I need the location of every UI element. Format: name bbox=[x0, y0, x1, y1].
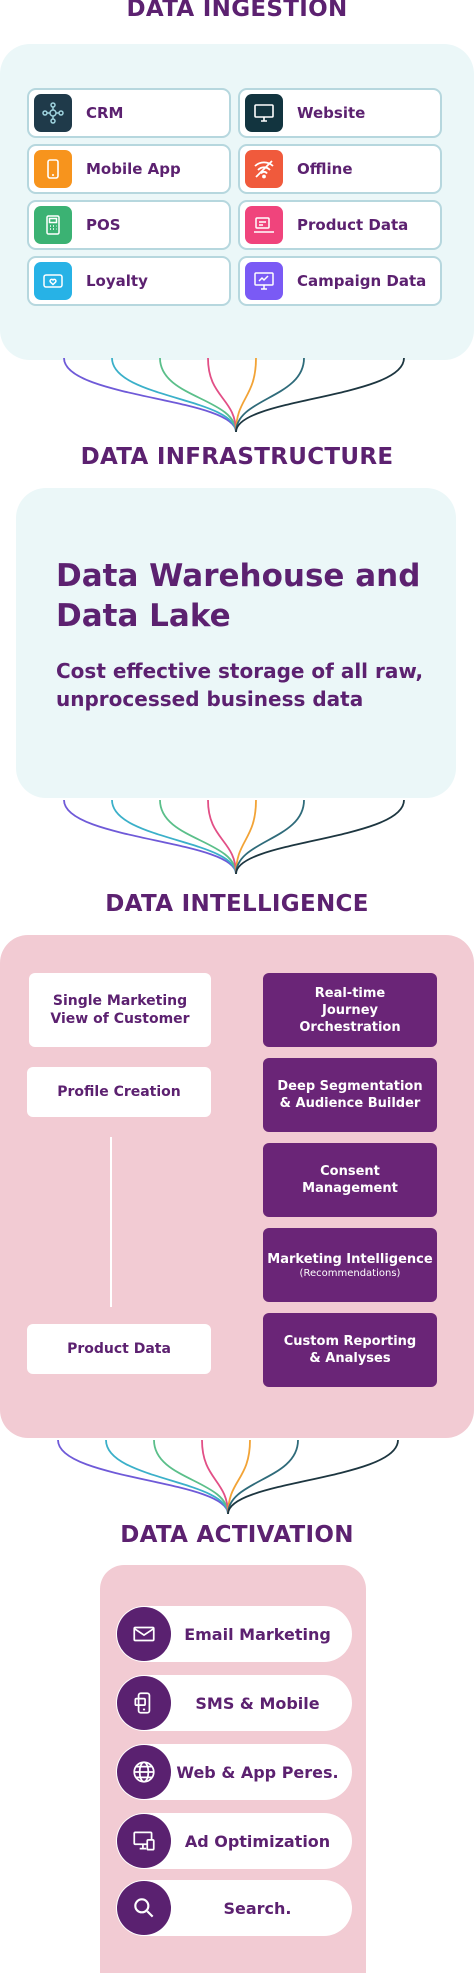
source-label: Offline bbox=[297, 160, 353, 178]
single-view-box: Single Marketing View of Customer bbox=[29, 973, 211, 1047]
custom-reporting-box: Custom Reporting & Analyses bbox=[263, 1313, 437, 1387]
channel-label: SMS & Mobile bbox=[195, 1693, 320, 1713]
source-label: Loyalty bbox=[86, 272, 148, 290]
source-label: CRM bbox=[86, 104, 124, 122]
activation-title: DATA ACTIVATION bbox=[120, 1522, 354, 1548]
connector-curve bbox=[235, 800, 405, 875]
connector-curve bbox=[201, 1440, 229, 1515]
capability-label: Custom Reporting & Analyses bbox=[283, 1334, 417, 1366]
channel-web-app: Web & App Peres. bbox=[116, 1744, 352, 1800]
source-card-product-data: Product Data bbox=[238, 200, 442, 250]
sms-phone-icon bbox=[117, 1676, 171, 1730]
connector-curve bbox=[227, 1440, 299, 1515]
connector-curve bbox=[227, 1440, 399, 1515]
source-card-campaign-data: Campaign Data bbox=[238, 256, 442, 306]
marketing-intelligence-box: Marketing Intelligence (Recommendations) bbox=[263, 1228, 437, 1302]
source-label: Product Data bbox=[297, 216, 409, 234]
wifi-off-icon bbox=[245, 150, 283, 188]
capability-label: Marketing Intelligence bbox=[267, 1251, 433, 1267]
connector-curve bbox=[235, 800, 305, 875]
magnifier-icon bbox=[117, 1881, 171, 1935]
profile-connector-line bbox=[110, 1137, 112, 1307]
connector-curve bbox=[105, 1440, 229, 1515]
channel-email-marketing: Email Marketing bbox=[116, 1606, 352, 1662]
connector-curve bbox=[111, 800, 237, 875]
source-card-loyalty: Loyalty bbox=[27, 256, 231, 306]
product-box-icon bbox=[245, 206, 283, 244]
journey-orchestration-box: Real-time Journey Orchestration bbox=[263, 973, 437, 1047]
connector-curve bbox=[57, 1440, 229, 1515]
campaign-monitor-icon bbox=[245, 262, 283, 300]
connector-curve bbox=[159, 800, 237, 875]
ad-monitor-icon bbox=[117, 1814, 171, 1868]
source-label: Campaign Data bbox=[297, 272, 427, 290]
connector-curve bbox=[111, 358, 237, 433]
source-card-website: Website bbox=[238, 88, 442, 138]
source-label: Mobile App bbox=[86, 160, 181, 178]
profile-creation-box: Profile Creation bbox=[27, 1067, 211, 1117]
capability-label: Real-time Journey Orchestration bbox=[299, 985, 401, 1035]
connector-curve bbox=[235, 358, 257, 433]
channel-sms-mobile: SMS & Mobile bbox=[116, 1675, 352, 1731]
warehouse-description: Cost effective storage of all raw, unpro… bbox=[56, 659, 424, 711]
intelligence-title: DATA INTELLIGENCE bbox=[105, 891, 369, 917]
connector-curve bbox=[63, 358, 237, 433]
source-card-mobile-app: Mobile App bbox=[27, 144, 231, 194]
connector-curve bbox=[235, 358, 305, 433]
connector-curve bbox=[207, 800, 237, 875]
channel-label: Ad Optimization bbox=[184, 1831, 331, 1851]
consent-management-box: Consent Management bbox=[263, 1143, 437, 1217]
pos-terminal-icon bbox=[34, 206, 72, 244]
connector-curve bbox=[153, 1440, 229, 1515]
connector-fan-3 bbox=[57, 1440, 399, 1515]
connector-fan-1 bbox=[63, 358, 405, 433]
monitor-icon bbox=[245, 94, 283, 132]
segmentation-box: Deep Segmentation & Audience Builder bbox=[263, 1058, 437, 1132]
connector-curve bbox=[159, 358, 237, 433]
loyalty-card-icon bbox=[34, 262, 72, 300]
connector-curve bbox=[227, 1440, 251, 1515]
envelope-icon bbox=[117, 1607, 171, 1661]
connector-curve bbox=[63, 800, 237, 875]
product-data-box: Product Data bbox=[27, 1324, 211, 1374]
source-label: POS bbox=[86, 216, 121, 234]
source-card-crm: CRM bbox=[27, 88, 231, 138]
ingestion-title: DATA INGESTION bbox=[126, 0, 348, 22]
infrastructure-title: DATA INFRASTRUCTURE bbox=[80, 444, 394, 470]
globe-icon bbox=[117, 1745, 171, 1799]
infrastructure-panel bbox=[16, 488, 456, 798]
mobile-phone-icon bbox=[34, 150, 72, 188]
source-card-offline: Offline bbox=[238, 144, 442, 194]
connector-curve bbox=[207, 358, 237, 433]
channel-label: Email Marketing bbox=[184, 1624, 331, 1644]
channel-label: Web & App Peres. bbox=[176, 1762, 339, 1782]
channel-ad-optimization: Ad Optimization bbox=[116, 1813, 352, 1869]
capability-label: Consent Management bbox=[302, 1164, 398, 1196]
connector-curve bbox=[235, 800, 257, 875]
capability-label: Deep Segmentation & Audience Builder bbox=[277, 1079, 423, 1111]
source-card-pos: POS bbox=[27, 200, 231, 250]
connector-fan-2 bbox=[63, 800, 405, 875]
connector-curve bbox=[235, 358, 405, 433]
channel-search: Search. bbox=[116, 1880, 352, 1936]
source-label: Website bbox=[297, 104, 366, 122]
warehouse-heading: Data Warehouse and Data Lake bbox=[56, 558, 421, 634]
capability-sublabel: (Recommendations) bbox=[299, 1267, 401, 1279]
channel-label: Search. bbox=[223, 1898, 292, 1918]
crm-network-icon bbox=[34, 94, 72, 132]
